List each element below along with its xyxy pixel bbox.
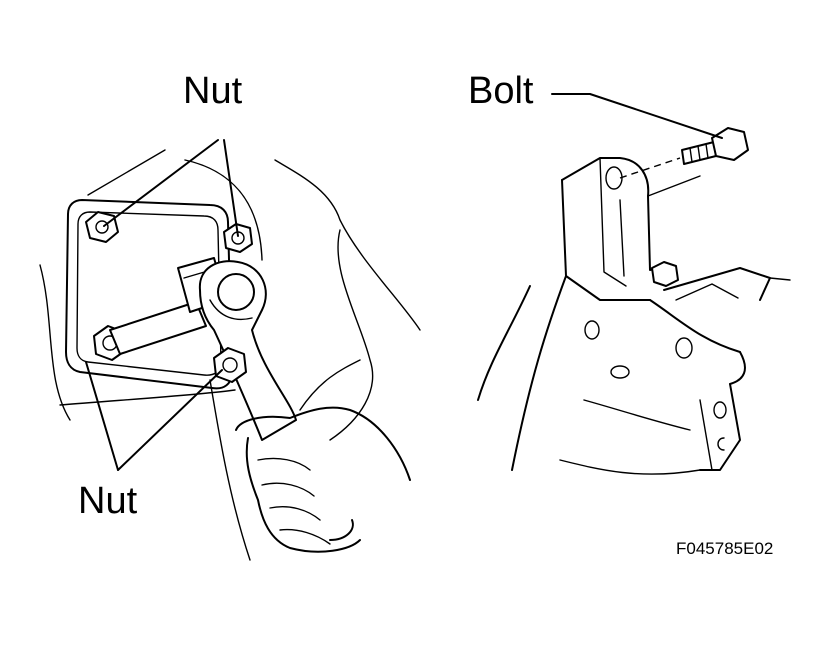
bolt-label: Bolt xyxy=(468,70,534,112)
leader-lines-nut-bottom xyxy=(85,361,223,471)
nut-label-top: Nut xyxy=(183,70,243,112)
bolt xyxy=(681,127,749,165)
left-assembly-illustration xyxy=(39,139,421,561)
ratchet-wrench xyxy=(198,260,297,441)
leader-lines-nut-top xyxy=(103,139,239,237)
right-bracket-illustration xyxy=(477,93,791,475)
bracket-bolt-head xyxy=(651,261,679,287)
leader-line-bolt xyxy=(551,93,723,139)
nut-label-bottom: Nut xyxy=(78,480,138,522)
nut-upper-left xyxy=(85,211,119,243)
nut-upper-right xyxy=(223,223,253,253)
hand xyxy=(235,359,411,553)
mounting-plate xyxy=(65,199,233,390)
figure-code: F045785E02 xyxy=(676,539,774,558)
